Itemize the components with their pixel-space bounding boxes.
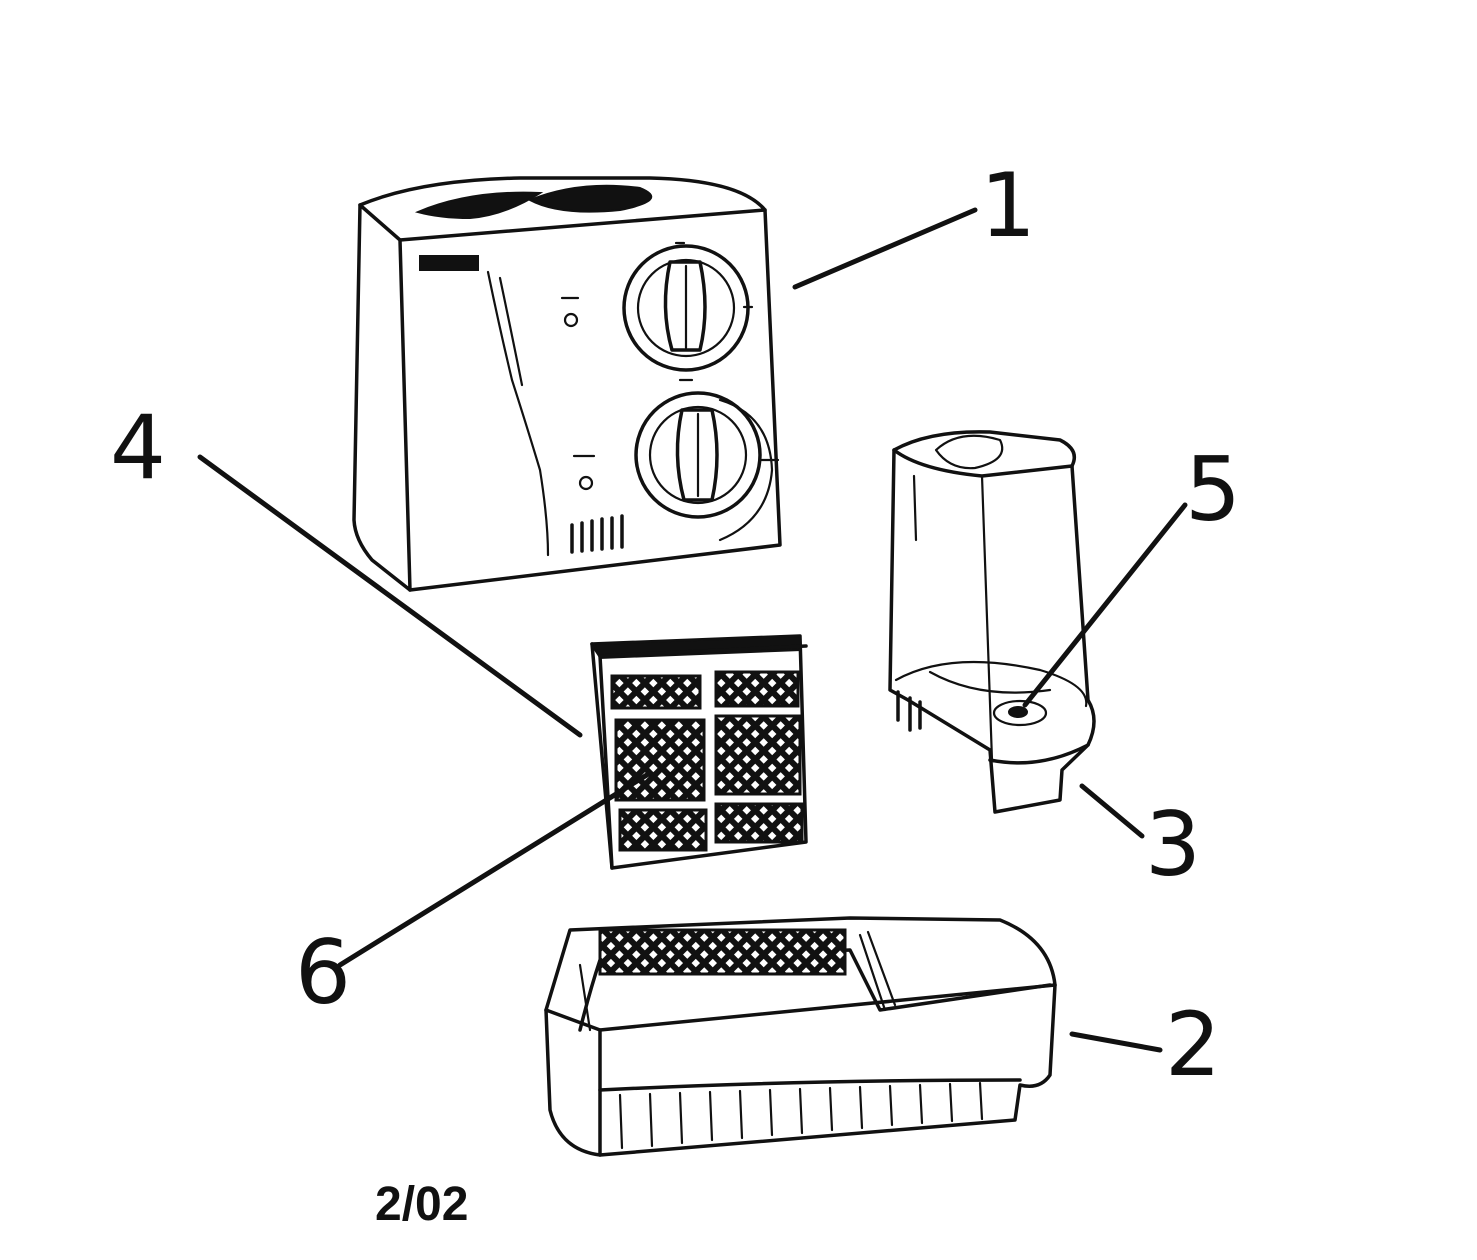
fan-speed-control-knob (634, 391, 780, 542)
part-housing (352, 176, 782, 592)
vent-grille (570, 514, 624, 554)
date-code: 2/02 (375, 1178, 468, 1231)
filter-mesh-panel (610, 674, 702, 710)
part-base-tray (544, 916, 1057, 1157)
tank-valve-icon (1008, 706, 1028, 718)
callout-3: 3 (1145, 793, 1201, 896)
callout-5: 5 (1185, 438, 1241, 541)
callout-4: 4 (110, 396, 166, 499)
leader-line-5 (1022, 502, 1188, 708)
leader-line-1 (792, 207, 978, 290)
callout-2: 2 (1165, 993, 1221, 1096)
part-water-tank (888, 430, 1096, 814)
brand-logo (419, 255, 479, 271)
leader-line-3 (1079, 783, 1145, 839)
base-ribs (618, 1081, 984, 1150)
filter-mesh-panel (714, 802, 804, 844)
indicator-light-icon (578, 475, 594, 491)
humidity-control-knob (622, 241, 754, 382)
leader-line-2 (1069, 1031, 1163, 1053)
filter-mesh-panel (714, 714, 802, 796)
part-wick-filter (590, 634, 808, 870)
callout-6: 6 (295, 921, 351, 1024)
leader-line-4 (197, 454, 583, 738)
filter-mesh-panel (714, 670, 800, 708)
leader-line-6 (337, 770, 653, 968)
base-grille (598, 928, 847, 976)
callout-1: 1 (980, 154, 1036, 257)
indicator-light-icon (563, 312, 579, 328)
filter-mesh-panel (618, 808, 708, 852)
